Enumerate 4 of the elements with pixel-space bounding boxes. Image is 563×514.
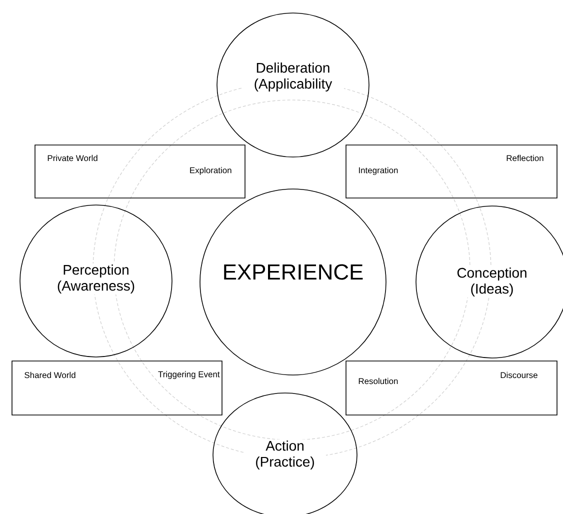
text-box: Private World Exploration bbox=[34, 144, 246, 198]
text-box: Reflection Integration bbox=[346, 144, 558, 198]
text-box: Resolution Discourse bbox=[346, 360, 558, 416]
text-box: Shared World Triggering Event bbox=[12, 360, 222, 416]
